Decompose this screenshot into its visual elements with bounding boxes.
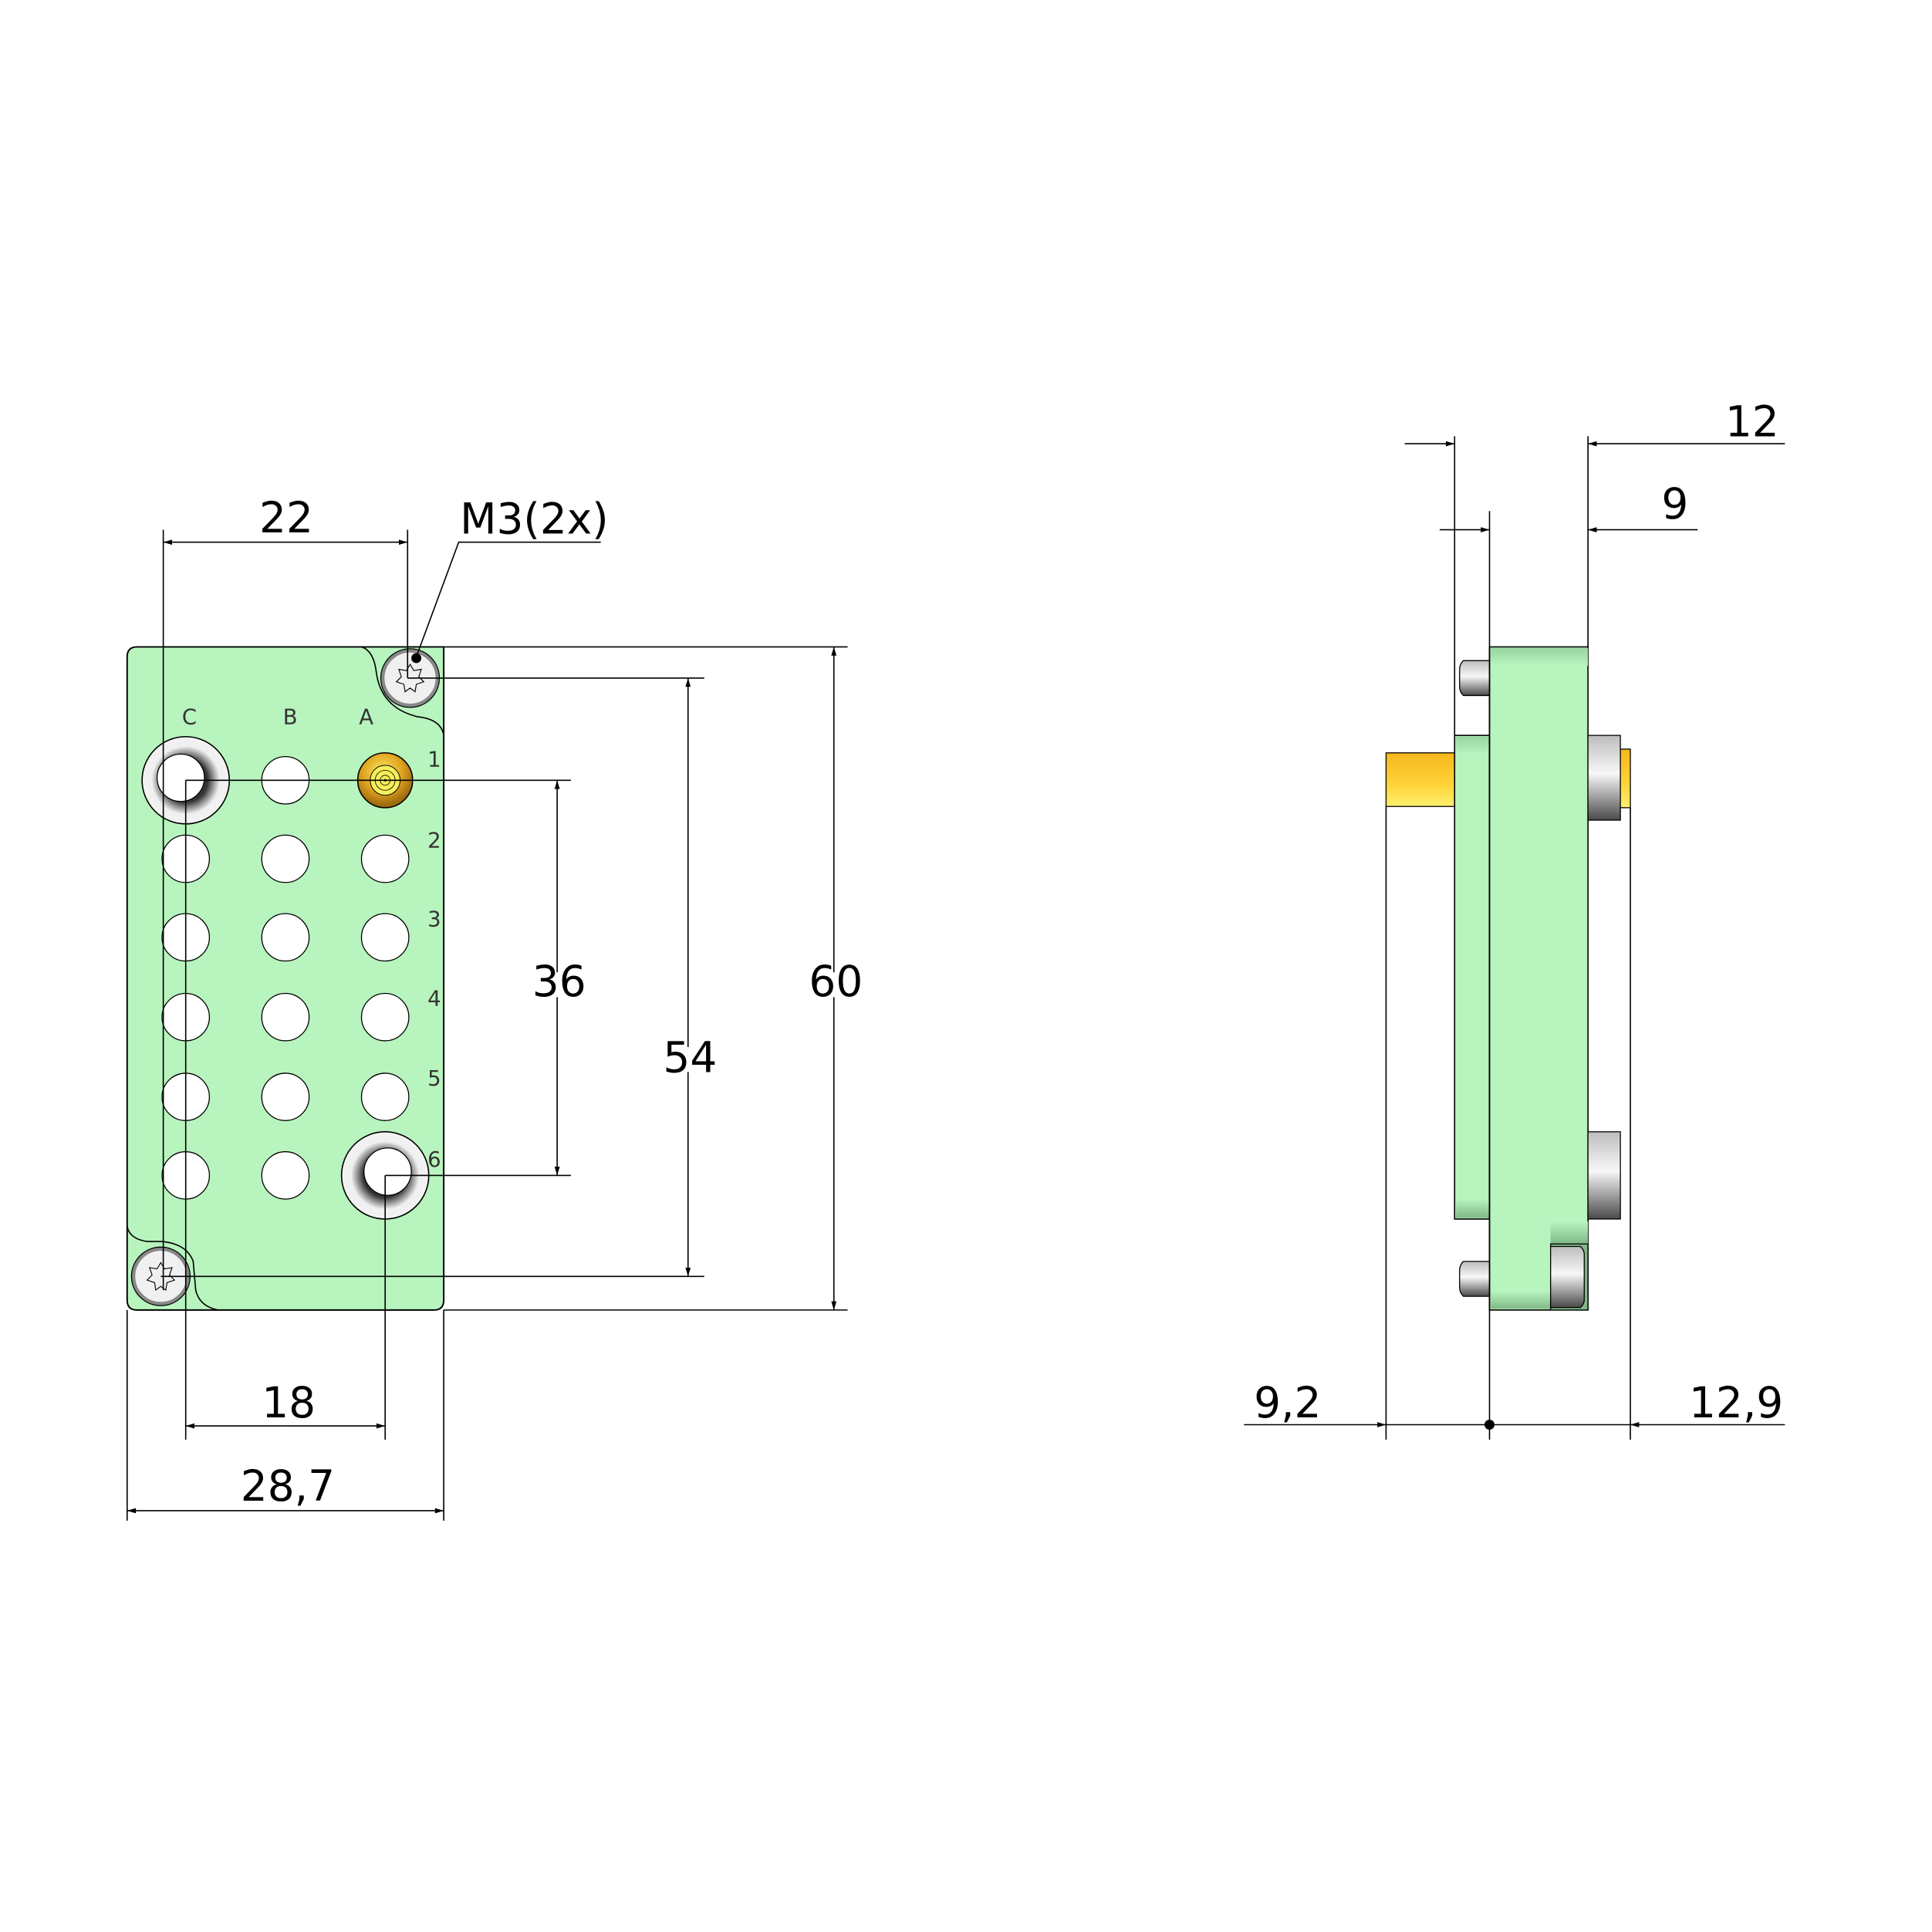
shade	[1455, 1199, 1490, 1218]
shade	[1550, 1221, 1589, 1245]
dowel-pin-bottom	[1459, 1261, 1491, 1297]
dim-12-9: 12,9	[1689, 1378, 1783, 1427]
extension-lines	[126, 529, 848, 1521]
dim-60: 60	[809, 957, 863, 1006]
row-label-4: 4	[427, 988, 441, 1012]
torx-icon	[146, 1262, 176, 1292]
body-main	[1488, 646, 1589, 1311]
body-front-step	[1454, 735, 1491, 1220]
callout-m3: M3(2x)	[460, 494, 609, 543]
row-label-6: 6	[427, 1148, 441, 1172]
dim-54: 54	[663, 1032, 717, 1082]
dim-12: 12	[1725, 397, 1779, 446]
bush-rear-bottom	[1587, 1131, 1621, 1220]
dim-9: 9	[1661, 479, 1688, 529]
row-label-2: 2	[427, 829, 441, 853]
dim-18: 18	[262, 1378, 316, 1427]
callout-dot	[411, 653, 422, 664]
dim-28-7: 28,7	[241, 1461, 335, 1511]
shade	[1491, 1291, 1551, 1309]
dim-9-2: 9,2	[1254, 1378, 1321, 1427]
datum-dot	[1484, 1420, 1495, 1430]
shade	[1491, 648, 1589, 666]
column-label-c: C	[182, 706, 197, 730]
row-label-5: 5	[427, 1067, 441, 1091]
dowel-pin-top	[1459, 660, 1491, 697]
side-dimension-lines	[1244, 441, 1785, 1427]
column-label-a: A	[359, 706, 373, 730]
dimension-lines	[127, 539, 837, 1514]
torx-icon	[395, 663, 425, 693]
side-extension-lines	[1385, 436, 1631, 1440]
screw-head-side	[1550, 1245, 1585, 1309]
dim-22: 22	[259, 493, 313, 542]
shade	[1455, 736, 1490, 755]
column-label-b: B	[283, 706, 298, 730]
front-view: C B A 1 2 3 4 5 6	[126, 493, 863, 1521]
dim-36: 36	[532, 957, 586, 1006]
bush-rear-top	[1587, 735, 1621, 821]
gold-pin-front	[1385, 752, 1457, 807]
row-label-1: 1	[427, 748, 441, 772]
side-view: 12 9 9,2 12,9	[1244, 397, 1785, 1440]
row-label-3: 3	[427, 907, 441, 931]
